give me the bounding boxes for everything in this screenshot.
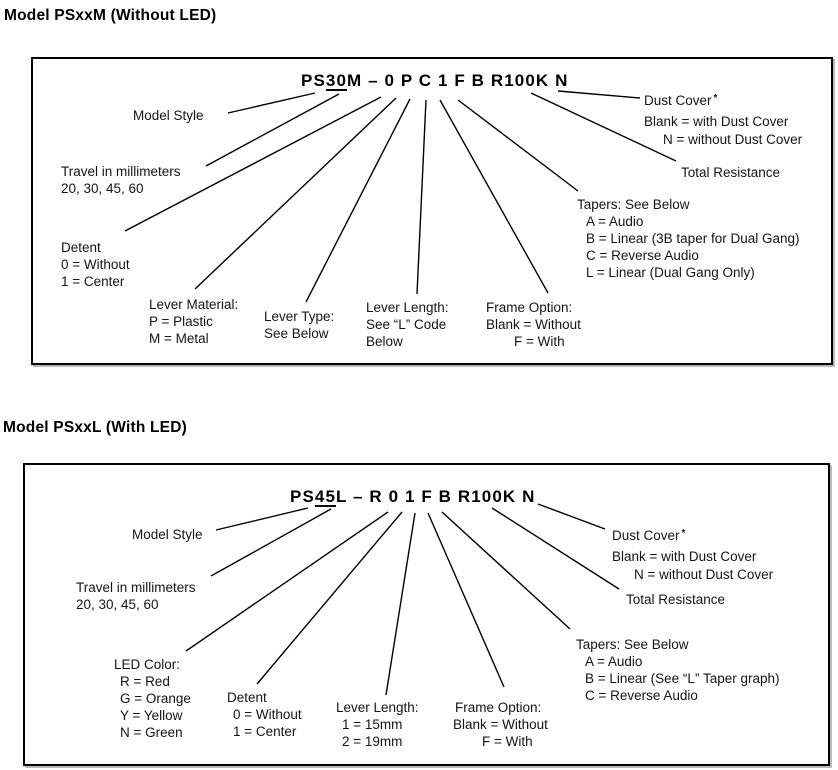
label-dust-cover: Dust Cover* Blank = with Dust Cover N = wi… — [644, 92, 802, 150]
label-travel: Travel in millimeters 20, 30, 45, 60 — [61, 163, 181, 197]
label-line: Blank = Without — [453, 717, 548, 732]
label-line: 20, 30, 45, 60 — [76, 597, 159, 612]
label-line: N = Green — [120, 725, 183, 740]
part-number-travel-code: 30 — [325, 71, 347, 90]
label-lever-material: Lever Material: P = Plastic M = Metal — [149, 296, 238, 347]
diagram-border-box — [23, 463, 830, 766]
label-line: Travel in millimeters — [61, 164, 181, 179]
label-detent: Detent 0 = Without 1 = Center — [227, 689, 302, 740]
label-line: 1 = Center — [233, 724, 297, 739]
label-frame-option: Frame Option: Blank = Without F = With — [453, 699, 548, 750]
label-model-style: Model Style — [133, 107, 204, 124]
label-line: M = Metal — [149, 331, 209, 346]
part-number-prefix: PS — [290, 487, 315, 506]
label-line: 2 = 19mm — [342, 734, 403, 749]
label-dust-cover: Dust Cover* Blank = with Dust Cover N = wi… — [612, 527, 773, 585]
label-line: A = Audio — [585, 654, 643, 669]
label-line: C = Reverse Audio — [585, 688, 698, 703]
label-line: Lever Material: — [149, 297, 239, 312]
part-number: PS45L – R 0 1 F B R100K N — [290, 487, 535, 507]
label-frame-option: Frame Option: Blank = Without F = With — [486, 299, 581, 350]
label-line: R = Red — [120, 674, 170, 689]
label-line: Lever Length: — [366, 300, 449, 315]
label-line: L = Linear (Dual Gang Only) — [586, 265, 755, 280]
label-line: Blank = Without — [486, 317, 581, 332]
label-line: Total Resistance — [681, 165, 781, 180]
label-line: Below — [366, 334, 403, 349]
label-total-resistance: Total Resistance — [626, 591, 725, 608]
label-line: F = With — [514, 334, 565, 349]
part-number-prefix: PS — [301, 71, 326, 90]
label-model-style: Model Style — [132, 526, 203, 543]
label-line: 1 = Center — [61, 274, 125, 289]
label-line: Dust Cover* — [612, 527, 686, 544]
label-line: Lever Type: — [264, 309, 335, 324]
label-line: See Below — [264, 326, 329, 341]
label-line: Model Style — [132, 527, 203, 542]
label-line: A = Audio — [586, 214, 644, 229]
label-lever-length: Lever Length: 1 = 15mm 2 = 19mm — [336, 699, 419, 750]
label-line: Dust Cover* — [644, 92, 718, 109]
label-line: See “L” Code — [366, 317, 447, 332]
label-line: Frame Option: — [455, 700, 542, 715]
label-line: B = Linear (See “L” Taper graph) — [585, 671, 780, 686]
label-line: C = Reverse Audio — [586, 248, 699, 263]
part-number-rest: M – 0 P C 1 F B R100K N — [347, 71, 569, 90]
diagram-border-box — [31, 57, 833, 365]
label-line: Blank = with Dust Cover — [644, 113, 789, 129]
diagram-title: Model PSxxL (With LED) — [3, 419, 187, 436]
label-line: N = without Dust Cover — [634, 567, 774, 582]
label-line: N = without Dust Cover — [663, 132, 803, 147]
label-line: 20, 30, 45, 60 — [61, 181, 144, 196]
footnote-asterisk: * — [713, 92, 718, 104]
label-total-resistance: Total Resistance — [681, 164, 780, 181]
label-line: B = Linear (3B taper for Dual Gang) — [586, 231, 800, 246]
label-line: Travel in millimeters — [76, 580, 196, 595]
label-lever-type: Lever Type: See Below — [264, 308, 334, 342]
label-line: 0 = Without — [61, 257, 130, 272]
label-line: Total Resistance — [626, 592, 726, 607]
label-line: Detent — [227, 690, 267, 705]
label-line: LED Color: — [114, 657, 181, 672]
label-line: Frame Option: — [486, 300, 573, 315]
label-line: 0 = Without — [233, 707, 302, 722]
part-number: PS30M – 0 P C 1 F B R100K N — [301, 71, 569, 91]
part-number-travel-code: 45 — [314, 487, 336, 506]
label-line: Tapers: See Below — [577, 197, 690, 212]
label-line: 1 = 15mm — [342, 717, 403, 732]
label-tapers: Tapers: See Below A = Audio B = Linear (Se… — [576, 636, 779, 704]
label-line: Y = Yellow — [120, 708, 183, 723]
label-line: Blank = with Dust Cover — [612, 548, 757, 564]
label-detent: Detent 0 = Without 1 = Center — [61, 239, 130, 290]
label-line: Lever Length: — [336, 700, 419, 715]
label-line: P = Plastic — [149, 314, 213, 329]
diagram-title: Model PSxxM (Without LED) — [4, 7, 217, 24]
label-led-color: LED Color: R = Red G = Orange Y = Yellow N =… — [114, 656, 191, 741]
label-tapers: Tapers: See Below A = Audio B = Linear (3B… — [577, 196, 800, 281]
part-number-rest: L – R 0 1 F B R100K N — [336, 487, 536, 506]
label-line: G = Orange — [120, 691, 191, 706]
label-travel: Travel in millimeters 20, 30, 45, 60 — [76, 579, 196, 613]
label-line: F = With — [482, 734, 533, 749]
label-line: Detent — [61, 240, 101, 255]
label-line: Tapers: See Below — [576, 637, 689, 652]
footnote-asterisk: * — [681, 527, 686, 539]
label-line: Model Style — [133, 108, 204, 123]
